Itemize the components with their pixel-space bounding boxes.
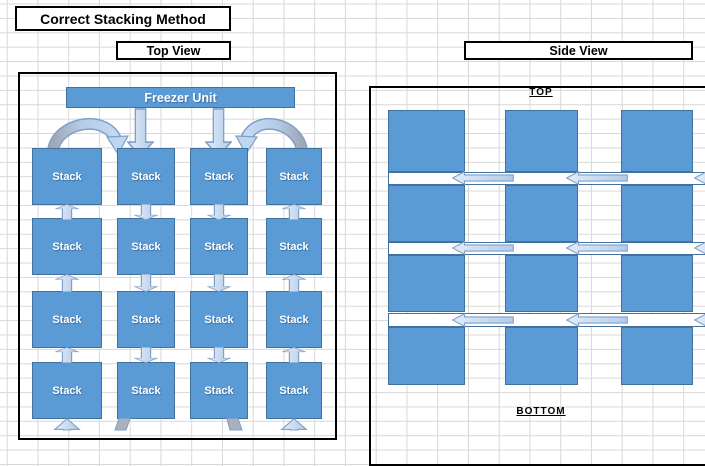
layer-separator-band: [388, 241, 705, 255]
curved-return-arrow-icon: [234, 118, 308, 156]
stack-label: Stack: [52, 313, 82, 326]
pallet-box-r2c3: [621, 185, 693, 242]
side-view-top-label: TOP: [529, 87, 553, 98]
stack-label: Stack: [279, 170, 309, 183]
down-arrow-icon: [134, 204, 158, 220]
left-arrow-icon: [452, 241, 514, 255]
stack-box-r3c1: Stack: [32, 291, 102, 348]
stack-box-r2c3: Stack: [190, 218, 248, 275]
stack-box-r4c1: Stack: [32, 362, 102, 419]
down-arrow-icon: [207, 274, 231, 292]
left-arrow-icon: [566, 241, 628, 255]
curved-return-arrow-icon: [47, 118, 130, 156]
left-arrow-icon: [566, 171, 628, 185]
down-arrow-icon: [207, 204, 231, 220]
stack-box-r1c1: Stack: [32, 148, 102, 205]
up-arrow-icon: [282, 204, 306, 220]
pallet-box-r4c3: [621, 327, 693, 385]
up-arrow-icon: [55, 274, 79, 292]
stack-box-r2c1: Stack: [32, 218, 102, 275]
up-arrow-icon: [55, 347, 79, 363]
pallet-box-r3c1: [388, 255, 465, 312]
stack-label: Stack: [204, 240, 234, 253]
freezer-unit-label: Freezer Unit: [144, 90, 217, 105]
up-arrow-icon: [282, 347, 306, 363]
stack-label: Stack: [204, 170, 234, 183]
stack-label: Stack: [279, 313, 309, 326]
stack-label: Stack: [52, 384, 82, 397]
pallet-box-r4c2: [505, 327, 578, 385]
stack-label: Stack: [131, 240, 161, 253]
pallet-box-r3c3: [621, 255, 693, 312]
pallet-box-r2c1: [388, 185, 465, 242]
pallet-box-r4c1: [388, 327, 465, 385]
up-arrowhead-icon: [53, 417, 81, 431]
side-view-title: Side View: [549, 43, 608, 58]
up-arrowhead-icon: [280, 417, 308, 431]
main-title: Correct Stacking Method: [40, 10, 206, 27]
pallet-box-r3c2: [505, 255, 578, 312]
up-arrow-icon: [282, 274, 306, 292]
stack-box-r2c2: Stack: [117, 218, 175, 275]
stack-label: Stack: [52, 240, 82, 253]
stack-box-r3c2: Stack: [117, 291, 175, 348]
stack-label: Stack: [204, 384, 234, 397]
stack-box-r4c2: Stack: [117, 362, 175, 419]
stack-label: Stack: [279, 240, 309, 253]
down-arrow-icon: [134, 347, 158, 363]
side-view-title-box: Side View: [464, 41, 693, 60]
left-arrow-icon: [694, 171, 705, 185]
stack-label: Stack: [279, 384, 309, 397]
stack-box-r4c4: Stack: [266, 362, 322, 419]
layer-separator-band: [388, 171, 705, 185]
stack-box-r1c2: Stack: [117, 148, 175, 205]
freezer-unit-box: Freezer Unit: [66, 87, 295, 108]
gray-arrow-tail-icon: [114, 417, 131, 431]
top-view-title-box: Top View: [116, 41, 231, 60]
gray-arrow-tail-icon: [226, 417, 243, 431]
stack-label: Stack: [52, 170, 82, 183]
stack-label: Stack: [131, 170, 161, 183]
down-arrow-icon: [134, 274, 158, 292]
stack-box-r1c3: Stack: [190, 148, 248, 205]
left-arrow-icon: [452, 313, 514, 327]
pallet-box-r2c2: [505, 185, 578, 242]
stack-label: Stack: [131, 384, 161, 397]
pallet-box-r1c1: [388, 110, 465, 172]
left-arrow-icon: [566, 313, 628, 327]
up-arrow-icon: [55, 204, 79, 220]
stack-box-r4c3: Stack: [190, 362, 248, 419]
pallet-box-r1c2: [505, 110, 578, 172]
left-arrow-icon: [694, 241, 705, 255]
left-arrow-icon: [694, 313, 705, 327]
stack-box-r3c4: Stack: [266, 291, 322, 348]
stack-label: Stack: [204, 313, 234, 326]
down-arrow-icon: [207, 347, 231, 363]
stack-box-r3c3: Stack: [190, 291, 248, 348]
pallet-box-r1c3: [621, 110, 693, 172]
left-arrow-icon: [452, 171, 514, 185]
layer-separator-band: [388, 312, 705, 327]
stack-box-r2c4: Stack: [266, 218, 322, 275]
stack-box-r1c4: Stack: [266, 148, 322, 205]
side-view-bottom-label: BOTTOM: [516, 406, 566, 417]
stack-label: Stack: [131, 313, 161, 326]
top-view-title: Top View: [146, 43, 201, 58]
main-title-box: Correct Stacking Method: [15, 6, 231, 31]
